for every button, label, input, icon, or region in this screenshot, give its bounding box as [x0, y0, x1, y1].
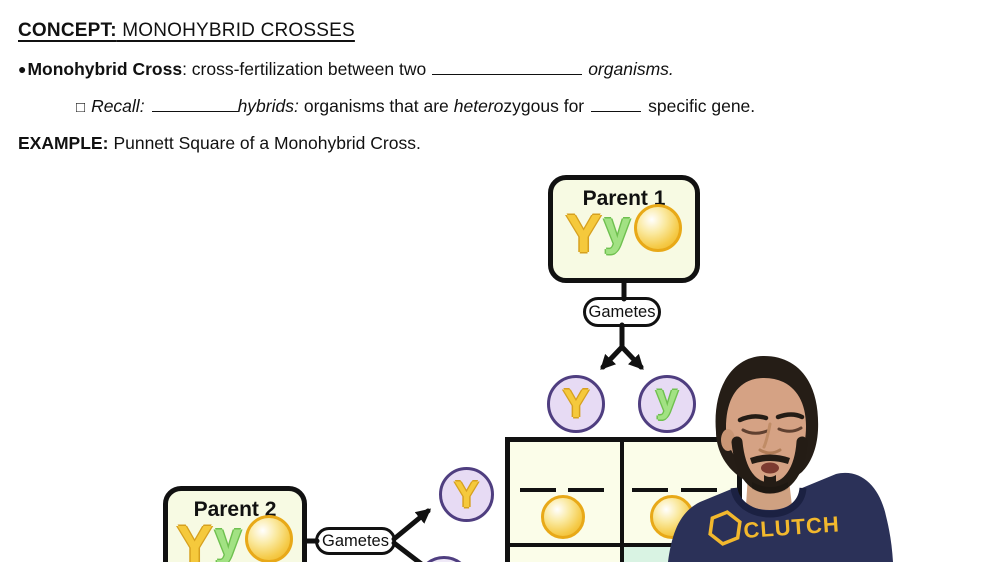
chin-patch: [764, 475, 776, 490]
gamete-arrow-left: [600, 344, 625, 370]
fill-in-blank-3: [591, 96, 642, 112]
genotype-blank: [681, 488, 717, 492]
definition-text: : cross-fertilization between two: [182, 59, 427, 79]
eyebrow-right: [775, 412, 805, 420]
genotype-blank: [520, 488, 556, 492]
yellow-pea-icon: [634, 204, 683, 252]
fill-in-blank-2: [151, 96, 238, 112]
bullet-icon: ●: [18, 61, 27, 77]
gamete-arrow-right: [619, 344, 644, 370]
parent2-allele-dominant: Y: [176, 515, 213, 562]
fill-in-blank-1: [432, 59, 583, 75]
recall-mid: organisms that are: [303, 96, 449, 116]
parent2-box: Parent 2 Y y: [163, 486, 307, 562]
recall-label: Recall:: [91, 96, 145, 116]
gametes-label-parent2: Gametes: [315, 527, 396, 555]
gamete-circle-Y-parent2: Y: [439, 467, 494, 522]
parent1-box: Parent 1 Y y: [548, 175, 700, 283]
concept-title: MONOHYBRID CROSSES: [116, 20, 355, 41]
neck-shadow: [752, 482, 788, 494]
parent1-allele-recessive: y: [603, 202, 631, 255]
recall-zygous: zygous for: [503, 96, 585, 116]
hexagon-logo-icon: [708, 510, 742, 546]
eye-left: [741, 428, 769, 435]
square-bullet-icon: □: [76, 99, 86, 116]
punnett-column-divider: [620, 442, 624, 562]
gamete2-arrow-down: [391, 540, 423, 562]
genotype-blank: [632, 488, 668, 492]
gamete-circle-partial: [416, 556, 472, 562]
gametes-label-parent1: Gametes: [583, 297, 661, 327]
parent1-allele-dominant: Y: [565, 204, 602, 264]
definition-term: Monohybrid Cross: [27, 59, 183, 79]
example-text: Punnett Square of a Monohybrid Cross.: [113, 133, 421, 153]
gamete-allele: Y: [562, 382, 590, 426]
punnett-row-divider: [510, 543, 737, 547]
gamete-circle-Y-parent1: Y: [547, 375, 605, 433]
definition-suffix: organisms.: [588, 59, 674, 79]
gamete-allele: y: [655, 376, 679, 420]
recall-hybrids: hybrids:: [237, 96, 299, 116]
concept-label: CONCEPT:: [18, 20, 117, 41]
eye-right: [777, 426, 803, 433]
parent2-genotype: Y y: [168, 513, 302, 562]
concept-heading: CONCEPT: MONOHYBRID CROSSES: [18, 20, 355, 42]
definition-line: ●Monohybrid Cross: cross-fertilization b…: [18, 59, 674, 80]
shirt: [668, 472, 893, 562]
mustache: [750, 454, 790, 464]
parent2-allele-recessive: y: [214, 513, 242, 562]
yellow-pea-icon: [245, 515, 294, 562]
parent1-title: Parent 1: [582, 187, 666, 210]
nose-base: [758, 448, 782, 455]
ear: [721, 429, 735, 451]
example-line: EXAMPLE:Punnett Square of a Monohybrid C…: [18, 133, 421, 154]
nose: [762, 422, 772, 449]
collar: [730, 487, 807, 518]
instructor-video-overlay: CLUTCH: [668, 356, 893, 562]
yellow-pea-icon: [541, 495, 585, 539]
parent1-genotype: Y y: [553, 202, 695, 264]
example-label: EXAMPLE:: [18, 133, 109, 153]
mouth: [761, 462, 779, 474]
gamete-circle-y-parent1: y: [638, 375, 696, 433]
face: [726, 378, 806, 481]
recall-hetero: hetero: [453, 96, 504, 116]
genotype-blank: [568, 488, 604, 492]
recall-suffix: specific gene.: [648, 96, 756, 116]
gamete2-arrow-up: [391, 508, 432, 542]
eyebrow-left: [737, 414, 769, 423]
gamete-allele: Y: [454, 474, 479, 515]
parent2-title: Parent 2: [193, 498, 277, 521]
